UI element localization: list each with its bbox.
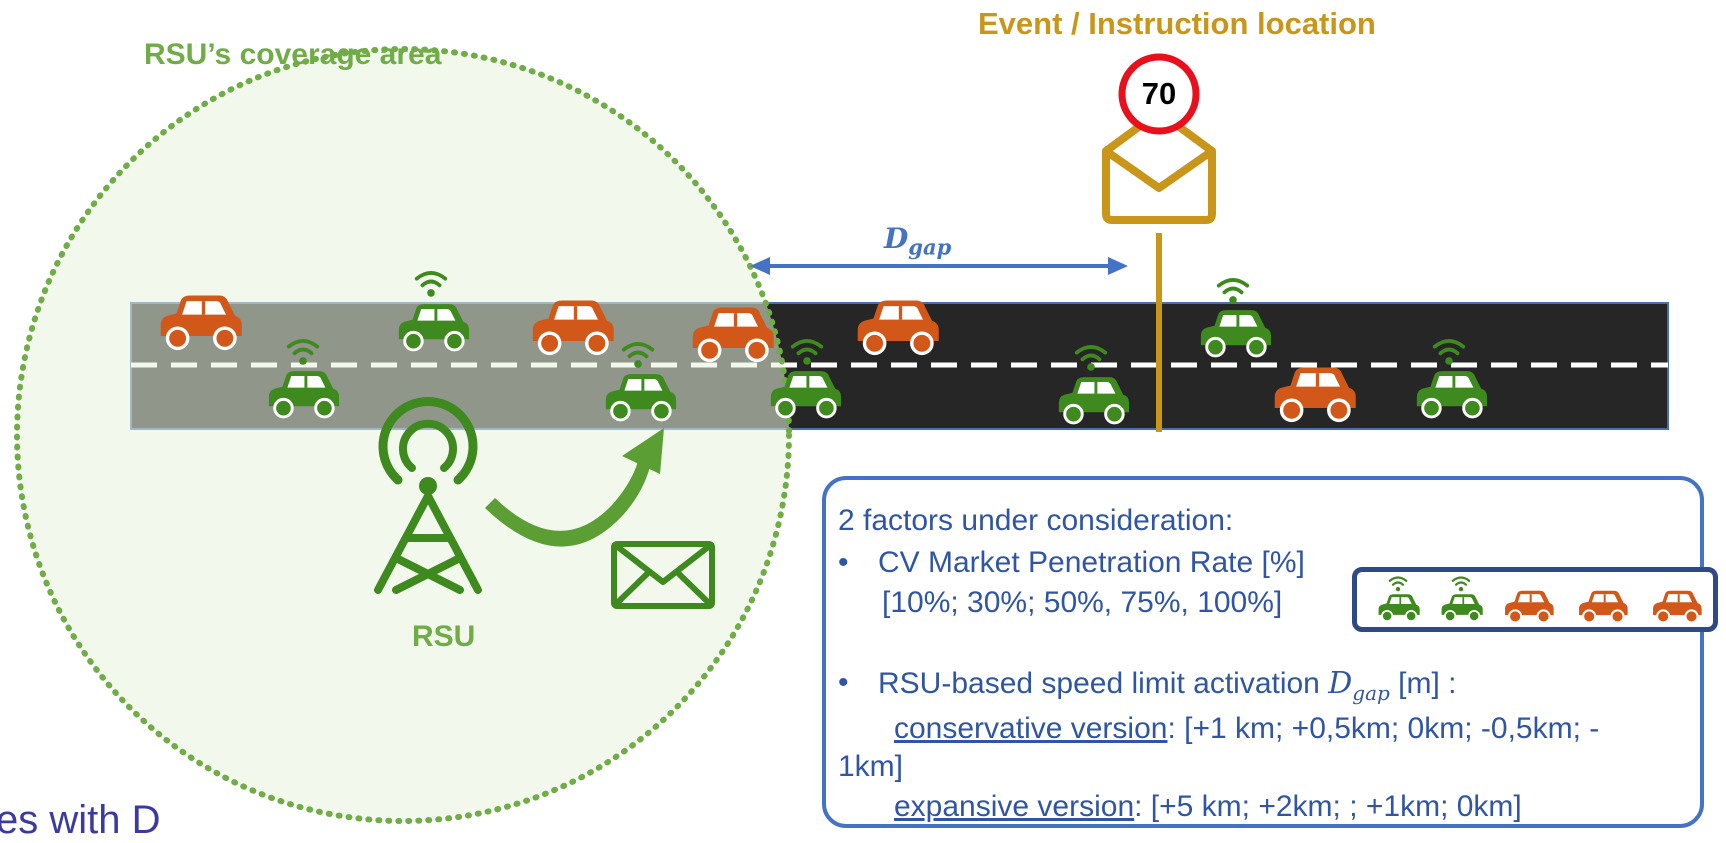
coverage-area-label: RSU’s coverage area <box>144 38 442 71</box>
gap-title: RSU-based speed limit activation Dgap [m… <box>878 666 1457 705</box>
wifi-icon <box>1388 576 1408 592</box>
factors-heading: 2 factors under consideration: <box>838 504 1234 537</box>
connected-car <box>1440 593 1484 623</box>
mpr-values: [10%; 30%; 50%, 75%, 100%] <box>882 586 1283 619</box>
conventional-car <box>1578 589 1629 624</box>
bullet-gap: • <box>838 666 849 699</box>
bullet-mpr: • <box>838 546 849 579</box>
event-location-label: Event / Instruction location <box>978 6 1376 41</box>
speed-limit-sign <box>1118 53 1200 135</box>
rsu-label: RSU <box>412 620 476 653</box>
rsu-tower-icon <box>374 397 482 594</box>
mpr-illustration <box>1352 567 1718 632</box>
mpr-title: CV Market Penetration Rate [%] <box>878 546 1305 579</box>
dgap-arrow <box>750 257 1128 275</box>
factors-box: 2 factors under consideration: • CV Mark… <box>822 476 1704 828</box>
conservative-line: conservative version: [+1 km; +0,5km; 0k… <box>894 712 1600 745</box>
dgap-label: Dgap <box>884 222 952 260</box>
cut-off-text: es with D <box>0 798 161 842</box>
speed-limit-value: 70 <box>1141 76 1177 111</box>
conventional-car <box>1652 589 1703 624</box>
expansive-line: expansive version: [+5 km; +2km; ; +1km;… <box>894 790 1522 823</box>
mpr-cars <box>1377 576 1703 624</box>
wifi-icon <box>1451 576 1471 592</box>
event-envelope-icon <box>1102 108 1216 224</box>
transmission-arrow <box>485 428 664 547</box>
conservative-line-cont: 1km] <box>838 750 904 783</box>
connected-car <box>1377 593 1421 623</box>
conventional-car <box>1504 589 1555 624</box>
wifi-icon <box>1216 278 1250 305</box>
rsu-envelope-icon <box>611 541 715 609</box>
